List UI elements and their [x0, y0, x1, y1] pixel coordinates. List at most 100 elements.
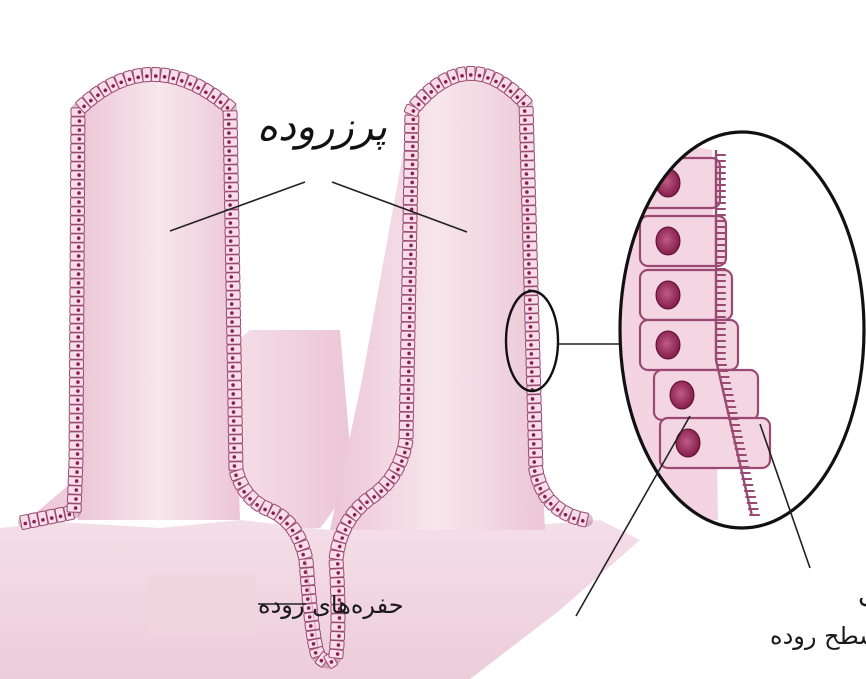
epithelial-cell [70, 360, 84, 368]
epithelial-cell [70, 324, 84, 332]
epithelial-cell [223, 138, 237, 147]
epithelial-cell [401, 295, 415, 304]
epithelial-cell [228, 426, 242, 435]
epithelial-cell [522, 206, 536, 215]
epithelial-cell [519, 116, 533, 125]
epithelial-cell [330, 568, 344, 577]
epithelial-cell [524, 296, 538, 305]
epithelial-cell [402, 286, 416, 295]
epithelial-cell [70, 288, 84, 296]
epithelial-cell [400, 349, 414, 358]
epithelial-cell [403, 187, 417, 196]
epithelial-cell [521, 188, 535, 197]
epithelial-cell [71, 153, 85, 161]
epithelial-cell [227, 363, 241, 372]
epithelial-cell [68, 477, 82, 486]
epithelial-cell [226, 273, 240, 282]
epithelial-cell [69, 405, 83, 413]
villus-left-core [78, 75, 240, 520]
epithelial-cell [523, 233, 537, 242]
epithelial-cell [520, 152, 534, 161]
epithelial-cell [225, 219, 239, 228]
epithelial-cell [519, 107, 533, 116]
epithelial-cell [522, 197, 536, 206]
epithelial-cell [226, 291, 240, 300]
epithelial-cell [69, 432, 83, 440]
epithelial-cell [227, 372, 241, 381]
epithelial-cell [525, 314, 539, 323]
epithelial-cell [330, 631, 344, 640]
epithelial-cell [522, 224, 536, 233]
epithelial-cell [71, 180, 85, 188]
epithelial-cell [224, 156, 238, 165]
epithelial-cell [226, 282, 240, 291]
zoom-inset [600, 120, 866, 540]
epithelial-cell [529, 457, 543, 466]
epithelial-cell [528, 439, 542, 448]
epithelial-cell [68, 468, 82, 477]
epithelial-cell [527, 394, 541, 403]
epithelial-cell [521, 161, 535, 170]
epithelial-cell [401, 322, 415, 331]
epithelial-cell [226, 309, 240, 318]
epithelial-cell [151, 67, 160, 81]
epithelial-cell [401, 331, 415, 340]
epithelial-cell [69, 441, 83, 449]
epithelial-cell [69, 450, 83, 458]
epithelial-cell [329, 649, 344, 659]
epithelial-cell [526, 367, 540, 376]
epithelial-cell [71, 171, 85, 179]
epithelial-cell [402, 277, 416, 286]
zoom-cell [640, 158, 720, 208]
epithelial-cell [400, 376, 414, 385]
epithelial-cell [404, 133, 418, 142]
epithelial-cell [70, 342, 84, 350]
epithelial-cell [402, 250, 416, 259]
epithelial-cell [525, 332, 539, 341]
epithelial-cell [70, 234, 84, 242]
epithelial-cell [70, 279, 84, 287]
zoom-cell [640, 216, 726, 266]
epithelial-cell [224, 192, 238, 201]
epithelial-cell [228, 399, 242, 408]
epithelial-cell [400, 358, 414, 367]
epithelial-cell [70, 315, 84, 323]
epithelial-cell [223, 129, 237, 138]
epithelial-cell [225, 255, 239, 264]
epithelial-cell [229, 453, 243, 462]
epithelial-cell [69, 369, 83, 377]
epithelial-cell [71, 117, 85, 125]
epithelial-cell [402, 268, 416, 277]
epithelial-cell [223, 120, 237, 129]
epithelial-cell [399, 430, 413, 439]
epithelial-cell [71, 162, 85, 170]
epithelial-cell [404, 151, 418, 160]
epithelial-cell [331, 623, 345, 632]
epithelial-cell [400, 394, 414, 403]
epithelial-cell [524, 278, 538, 287]
epithelial-cell [70, 198, 84, 206]
epithelial-cell [520, 143, 534, 152]
crypt-label-bg [148, 575, 256, 637]
epithelial-cell [70, 216, 84, 224]
epithelial-cell [228, 435, 242, 444]
epithelial-cell [69, 423, 83, 431]
villi-label: پرزروده [257, 104, 387, 150]
epithelial-cell [400, 403, 414, 412]
epithelial-cell [133, 68, 144, 83]
epithelial-cell [399, 412, 413, 421]
epithelial-cell [70, 333, 84, 341]
epithelial-cell [69, 396, 83, 404]
microvilli-label: میکروویلی [858, 579, 866, 610]
epithelial-cell [223, 111, 237, 120]
epithelial-cell [226, 318, 240, 327]
epithelial-cell [399, 421, 413, 430]
epithelial-cell [403, 214, 417, 223]
epithelial-cell [520, 134, 534, 143]
epithelial-cell [528, 421, 542, 430]
epithelial-cell [528, 430, 542, 439]
epithelial-cell [398, 438, 413, 449]
epithelial-cell [456, 67, 467, 82]
surface-cells-pointer [576, 416, 690, 616]
